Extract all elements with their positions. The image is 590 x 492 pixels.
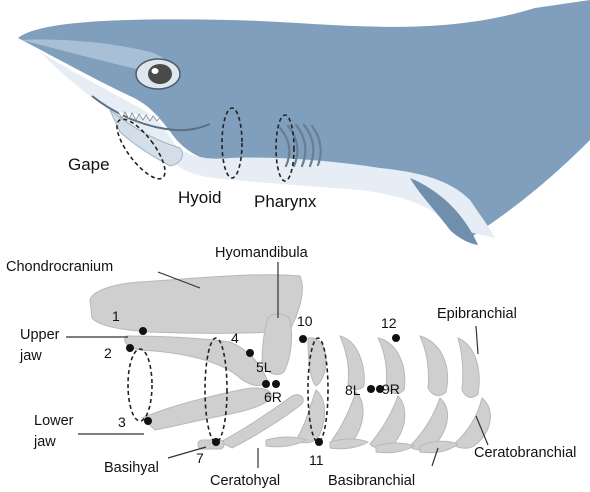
basibranchial-1 [266, 437, 306, 447]
marker-2: 2 [104, 345, 112, 361]
eye-glint [152, 68, 159, 74]
basibranchial-label: Basibranchial [328, 473, 415, 489]
marker-11: 11 [309, 452, 324, 468]
ceratobranchial-2 [332, 392, 363, 444]
chondrocranium-label: Chondrocranium [6, 259, 113, 275]
epibranchial-label: Epibranchial [437, 306, 517, 322]
basihyal-label: Basihyal [104, 460, 159, 476]
marker-1: 1 [112, 308, 120, 324]
epibranchial-leader [476, 326, 478, 354]
upper-jaw-shape [125, 336, 268, 385]
basibranchial-2 [330, 439, 368, 449]
marker-8L: 8L [345, 382, 361, 398]
ceratobranchial-5 [454, 398, 490, 448]
lower-jaw-label-line2: jaw [33, 434, 56, 450]
ceratobranchial-3 [370, 396, 405, 448]
gape-label: Gape [68, 155, 110, 174]
epibranchial-4 [420, 336, 448, 395]
marker-12: 12 [381, 315, 397, 331]
marker-3: 3 [118, 414, 126, 430]
upper-jaw-label-line2: jaw [19, 348, 42, 364]
landmark-dot-12 [392, 334, 400, 342]
landmark-dot-5L [262, 380, 270, 388]
marker-7: 7 [196, 450, 204, 466]
epibranchial-5 [458, 338, 479, 397]
marker-5L: 5L [256, 359, 272, 375]
pupil [148, 64, 172, 84]
ceratobranchial-label: Ceratobranchial [474, 445, 576, 461]
gape-skeleton-outline [128, 349, 152, 421]
landmark-dot-11 [315, 438, 323, 446]
lower-jaw-label-line1: Lower [34, 413, 74, 429]
cartilage-skeleton [90, 275, 490, 453]
marker-10: 10 [297, 313, 313, 329]
landmark-dot-2 [126, 344, 134, 352]
hyomandibula-label: Hyomandibula [215, 245, 309, 261]
landmark-dot-6R [272, 380, 280, 388]
upper-jaw-label-line1: Upper [20, 327, 60, 343]
marker-4: 4 [231, 330, 239, 346]
landmark-dot-4 [246, 349, 254, 357]
landmark-dot-10 [299, 335, 307, 343]
epibranchial-1 [308, 338, 326, 386]
landmark-dot-3 [144, 417, 152, 425]
basibranchial-3 [376, 443, 414, 453]
pharynx-label: Pharynx [254, 192, 317, 211]
marker-6R: 6R [264, 389, 282, 405]
hyoid-label: Hyoid [178, 188, 221, 207]
landmark-dot-8L [367, 385, 375, 393]
ceratohyal-label: Ceratohyal [210, 473, 280, 489]
landmark-dot-7 [212, 438, 220, 446]
landmark-dot-1 [139, 327, 147, 335]
marker-9R: 9R [382, 381, 400, 397]
